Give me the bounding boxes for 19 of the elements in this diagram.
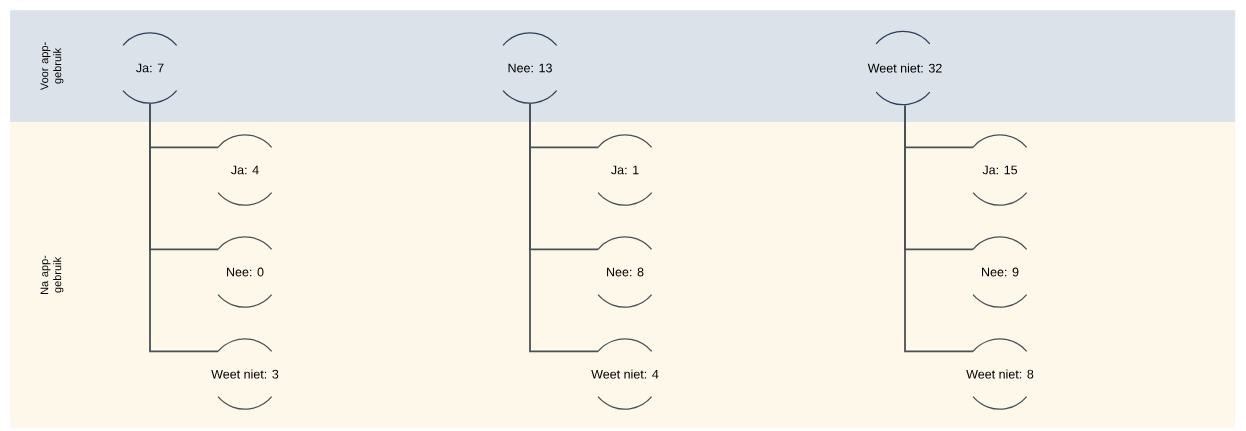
row-label: Voor app-gebruik — [40, 42, 64, 91]
arc-node: Nee: 8 — [597, 236, 653, 308]
arc-node: Nee: 13 — [502, 32, 558, 104]
arc-node: Nee: 9 — [972, 236, 1028, 308]
arc-node: Weet niet: 32 — [867, 30, 942, 106]
connector-line — [904, 104, 974, 353]
arc-node: Nee: 0 — [217, 236, 273, 308]
row-label: Na app-gebruik — [40, 255, 64, 294]
band — [10, 122, 1236, 429]
arc-node: Weet niet: 3 — [211, 338, 279, 410]
arc-node: Weet niet: 4 — [591, 338, 659, 410]
arc-node: Ja: 4 — [217, 134, 273, 206]
arc-node: Weet niet: 8 — [966, 338, 1034, 410]
arc-node: Ja: 1 — [597, 134, 653, 206]
arc-node: Ja: 7 — [122, 32, 178, 104]
connector-line — [149, 102, 219, 353]
band — [10, 10, 1236, 123]
connector-line — [529, 102, 599, 353]
arc-node: Ja: 15 — [972, 134, 1028, 206]
